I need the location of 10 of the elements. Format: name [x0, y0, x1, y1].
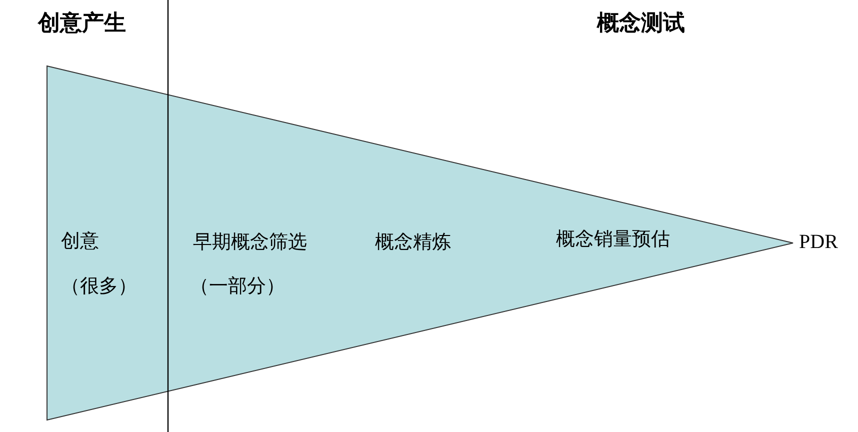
phase-heading: 创意产生: [38, 12, 126, 34]
stage-label: 概念销量预估: [556, 230, 670, 249]
stage-label: （很多）: [61, 277, 137, 296]
stage-label: （一部分）: [190, 277, 285, 296]
stage-label: 早期概念筛选: [193, 233, 307, 252]
phase-heading: 概念测试: [597, 12, 685, 34]
stage-label: 创意: [61, 232, 99, 251]
tip-label: PDR: [799, 232, 838, 252]
stage-label: 概念精炼: [375, 233, 451, 252]
funnel-shape: [47, 66, 793, 420]
